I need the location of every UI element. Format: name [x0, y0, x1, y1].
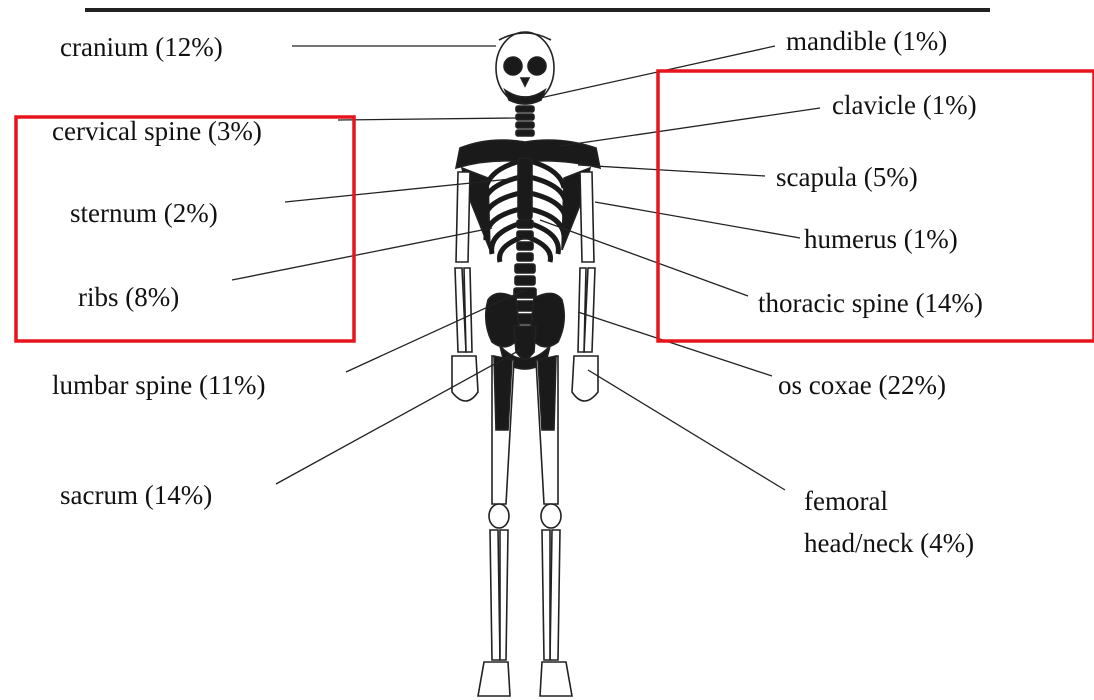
femoral-head-neck-label: femoral head/neck (4%) — [804, 480, 974, 564]
sacrum-label: sacrum (14%) — [60, 480, 212, 510]
scapula-label: scapula (5%) — [776, 162, 918, 192]
cervical-spine-shape — [516, 106, 534, 136]
os-coxae-label: os coxae (22%) — [778, 370, 946, 400]
cervical-spine-leader — [338, 118, 516, 120]
sternum-label: sternum (2%) — [70, 198, 218, 228]
sacrum-leader — [276, 350, 520, 484]
skeleton-illustration — [452, 32, 600, 696]
femoral-head-neck-leader — [588, 370, 785, 490]
sternum-shape — [518, 158, 532, 220]
ribs-label: ribs (8%) — [78, 282, 179, 312]
os-coxae-leader — [578, 312, 772, 376]
clavicle-label: clavicle (1%) — [832, 90, 977, 120]
mandible-label: mandible (1%) — [786, 26, 947, 56]
clavicle-leader — [560, 108, 820, 146]
humerus-leader — [595, 202, 800, 238]
cervical-spine-label: cervical spine (3%) — [52, 116, 262, 146]
skull-shape — [496, 32, 554, 104]
ribs-leader — [232, 228, 492, 280]
femoral-label-line1: femoral — [804, 480, 974, 522]
thoracic-spine-label: thoracic spine (14%) — [758, 288, 983, 318]
lumbar-spine-label: lumbar spine (11%) — [52, 370, 265, 400]
legs-shape — [478, 356, 572, 696]
cranium-label: cranium (12%) — [60, 32, 223, 62]
femoral-label-line2: head/neck (4%) — [804, 522, 974, 564]
thoracic-spine-leader — [540, 220, 748, 296]
highlight-box-left — [16, 117, 354, 341]
humerus-label: humerus (1%) — [804, 224, 958, 254]
scapula-leader — [578, 165, 765, 176]
